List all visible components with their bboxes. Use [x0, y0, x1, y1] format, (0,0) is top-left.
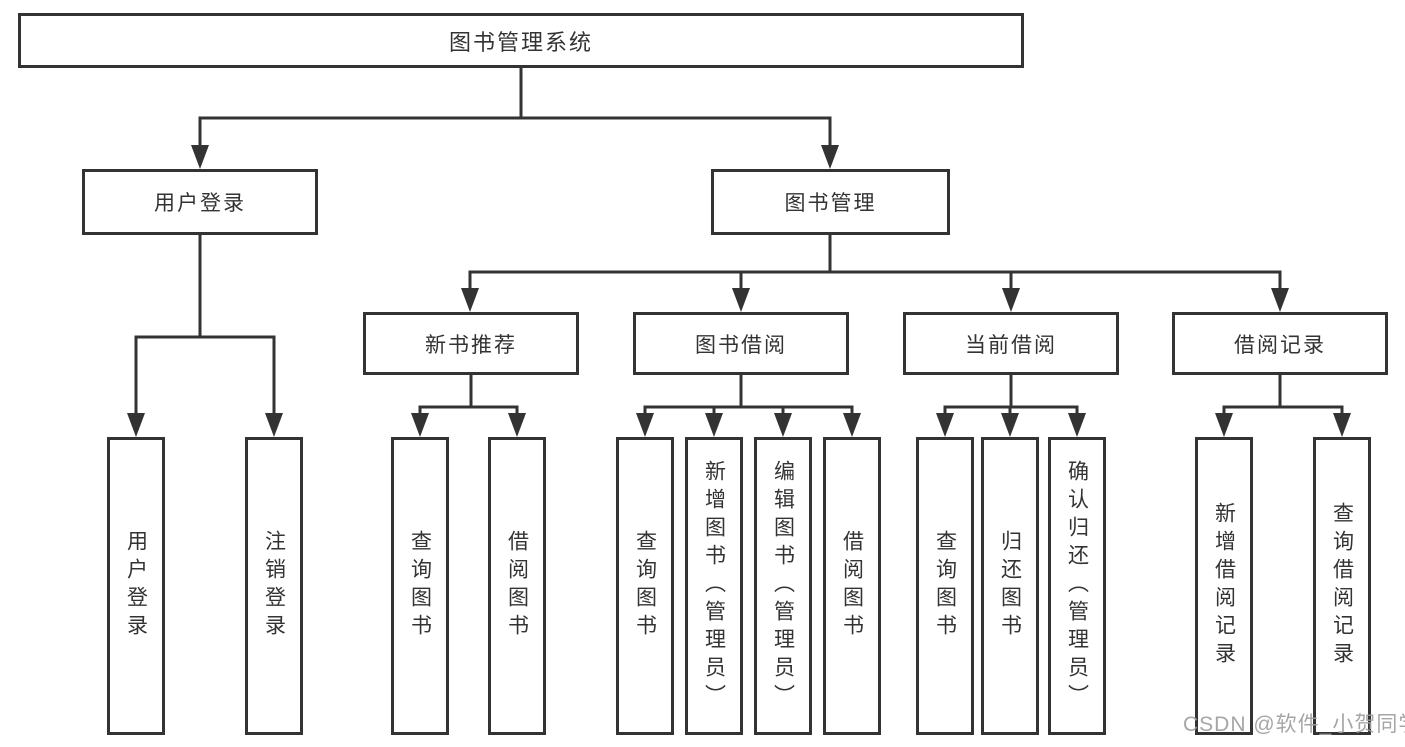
node-current-borrowing-label: 当前借阅	[965, 333, 1057, 357]
arrowhead	[821, 145, 839, 169]
leaf-nb-query-books: 查询图书	[391, 437, 449, 735]
arrowhead	[705, 413, 723, 437]
node-user-login-label: 用户登录	[154, 192, 246, 215]
arrowhead	[1001, 413, 1019, 437]
leaf-bb-query-books: 查询图书	[616, 437, 674, 735]
leaf-logout: 注销登录	[245, 437, 303, 735]
node-current-borrowing: 当前借阅	[903, 312, 1119, 375]
node-borrowing-records-label: 借阅记录	[1234, 333, 1326, 357]
csdn-watermark: CSDN @软件_小贺同学	[1183, 713, 1405, 736]
leaf-nb-borrow-books-label: 借阅图书	[505, 530, 529, 642]
node-root-label: 图书管理系统	[448, 29, 593, 55]
leaf-br-add-record-label: 新增借阅记录	[1212, 502, 1236, 670]
leaf-cb-confirm-return-admin-label: 确认归还（管理员）	[1065, 460, 1089, 712]
node-user-login: 用户登录	[82, 169, 318, 235]
leaf-br-query-record: 查询借阅记录	[1313, 437, 1371, 735]
node-root: 图书管理系统	[18, 13, 1024, 68]
node-new-book-recommend: 新书推荐	[363, 312, 579, 375]
leaf-br-query-record-label: 查询借阅记录	[1330, 502, 1354, 670]
leaf-bb-borrow-books-label: 借阅图书	[840, 530, 864, 642]
leaf-cb-confirm-return-admin: 确认归还（管理员）	[1048, 437, 1106, 735]
node-book-management: 图书管理	[711, 169, 950, 235]
leaf-nb-query-books-label: 查询图书	[408, 530, 432, 642]
leaf-user-login-label: 用户登录	[124, 530, 148, 642]
arrowhead	[461, 288, 479, 312]
leaf-logout-label: 注销登录	[262, 530, 286, 642]
arrowheads	[127, 145, 1351, 437]
arrowhead	[1215, 413, 1233, 437]
arrowhead	[843, 413, 861, 437]
leaf-nb-borrow-books: 借阅图书	[488, 437, 546, 735]
leaf-bb-edit-books-admin-label: 编辑图书（管理员）	[771, 460, 795, 712]
node-book-borrowing: 图书借阅	[633, 312, 849, 375]
arrowhead	[1333, 413, 1351, 437]
node-book-management-label: 图书管理	[784, 192, 877, 215]
leaf-br-add-record: 新增借阅记录	[1195, 437, 1253, 735]
tree-edges	[134, 66, 1344, 416]
arrowhead	[191, 145, 209, 169]
leaf-bb-borrow-books: 借阅图书	[823, 437, 881, 735]
arrowhead	[508, 413, 526, 437]
arrowhead	[1271, 288, 1289, 312]
arrowhead	[127, 413, 145, 437]
leaf-bb-add-books-admin: 新增图书（管理员）	[685, 437, 743, 735]
arrowhead	[774, 413, 792, 437]
leaf-bb-add-books-admin-label: 新增图书（管理员）	[702, 460, 726, 712]
node-new-book-recommend-label: 新书推荐	[425, 333, 517, 357]
leaf-cb-return-books-label: 归还图书	[998, 530, 1022, 642]
arrowhead	[1002, 288, 1020, 312]
node-borrowing-records: 借阅记录	[1172, 312, 1388, 375]
arrowhead	[936, 413, 954, 437]
leaf-bb-edit-books-admin: 编辑图书（管理员）	[754, 437, 812, 735]
leaf-user-login: 用户登录	[107, 437, 165, 735]
arrowhead	[732, 288, 750, 312]
arrowhead	[265, 413, 283, 437]
node-book-borrowing-label: 图书借阅	[695, 333, 787, 357]
leaf-cb-return-books: 归还图书	[981, 437, 1039, 735]
arrowhead	[411, 413, 429, 437]
leaf-bb-query-books-label: 查询图书	[633, 530, 657, 642]
leaf-cb-query-books-label: 查询图书	[933, 530, 957, 642]
arrowhead	[636, 413, 654, 437]
leaf-cb-query-books: 查询图书	[916, 437, 974, 735]
arrowhead	[1068, 413, 1086, 437]
